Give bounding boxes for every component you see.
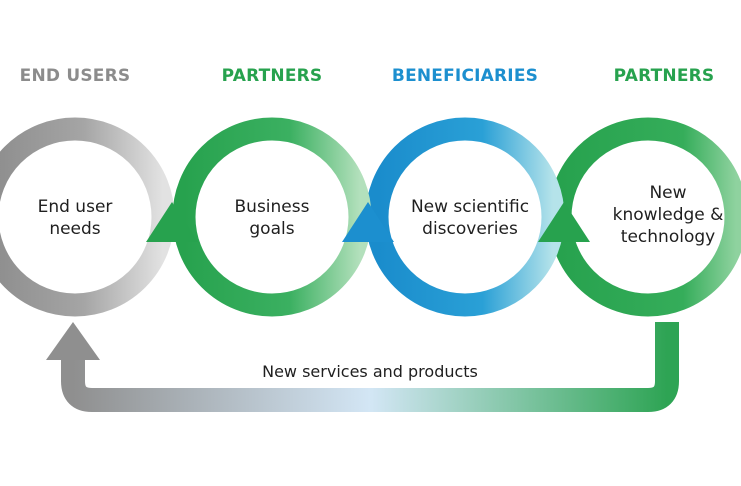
- connector-arrow-3: [538, 202, 590, 242]
- circle-text-business-goals: Business goals: [235, 196, 310, 240]
- circle-text-line: discoveries: [422, 219, 518, 239]
- return-arrow: [46, 322, 679, 412]
- return-arrow-path: [61, 322, 679, 412]
- circle-text-line: knowledge &: [612, 205, 724, 225]
- connector-arrow-1: [146, 202, 198, 242]
- header-partners-2: PARTNERS: [613, 66, 715, 86]
- bottom-label: New services and products: [262, 362, 478, 381]
- header-end-users: END USERS: [19, 66, 131, 86]
- circle-text-line: End user: [37, 197, 113, 217]
- circle-text-line: New: [649, 183, 687, 203]
- connector-arrow-2: [342, 202, 394, 242]
- circle-text-line: needs: [49, 219, 101, 239]
- circle-text-scientific-discoveries: New scientific discoveries: [411, 196, 529, 240]
- circle-text-line: New scientific: [410, 197, 530, 217]
- circle-text-line: Business: [234, 197, 310, 217]
- header-partners-1: PARTNERS: [221, 66, 323, 86]
- circle-text-line: goals: [249, 219, 295, 239]
- circle-text-line: technology: [620, 227, 716, 247]
- header-beneficiaries: BENEFICIARIES: [391, 66, 539, 86]
- return-arrow-head: [46, 322, 100, 360]
- circle-text-end-user-needs: End user needs: [38, 196, 113, 240]
- circle-text-knowledge-technology: New knowledge & technology: [613, 182, 724, 248]
